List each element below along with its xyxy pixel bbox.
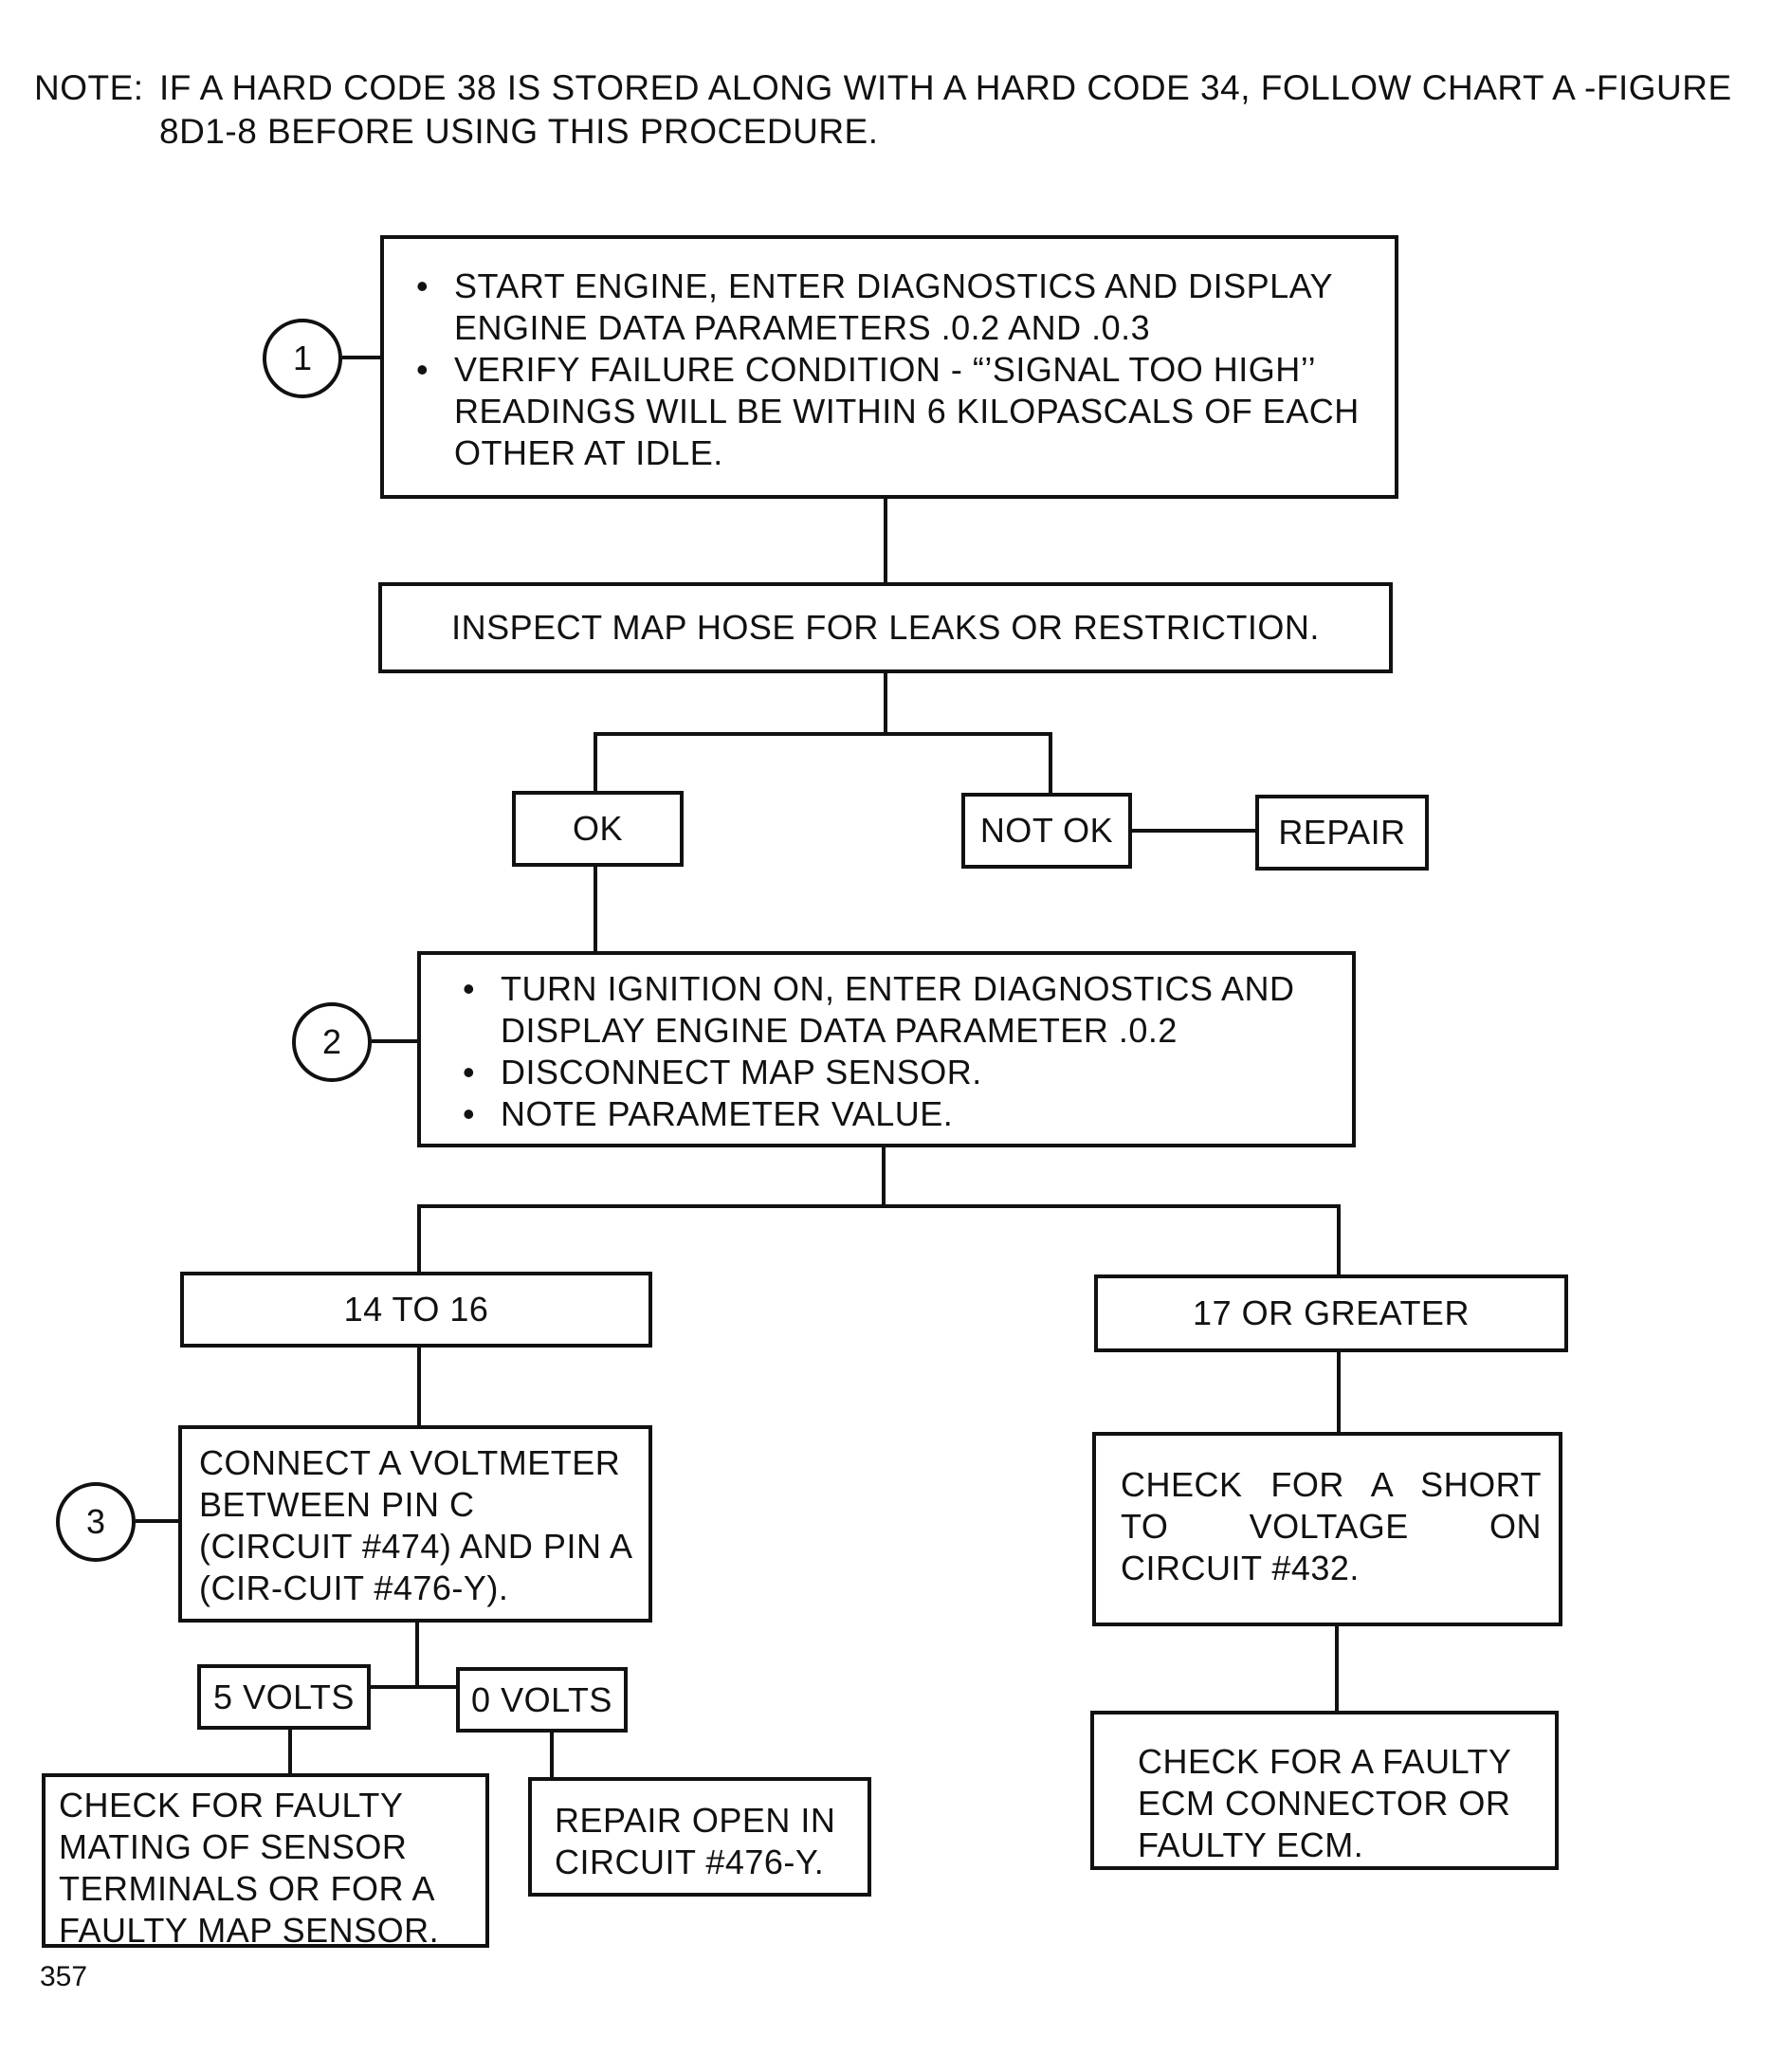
connector-inspect-notok xyxy=(886,732,1052,793)
step-3-box: CONNECT A VOLTMETER BETWEEN PIN C (CIRCU… xyxy=(178,1425,652,1623)
step-1-bullet: START ENGINE, ENTER DIAGNOSTICS AND DISP… xyxy=(405,266,1376,349)
note-text: IF A HARD CODE 38 IS STORED ALONG WITH A… xyxy=(159,68,1732,151)
connector-step2-branch xyxy=(417,1146,886,1274)
short-voltage-box: CHECK FOR A SHORT TO VOLTAGE ON CIRCUIT … xyxy=(1092,1432,1562,1626)
step-1-list: START ENGINE, ENTER DIAGNOSTICS AND DISP… xyxy=(405,266,1376,474)
five-volts-box: 5 VOLTS xyxy=(197,1664,371,1730)
faulty-ecm-box: CHECK FOR A FAULTY ECM CONNECTOR OR FAUL… xyxy=(1090,1711,1559,1870)
step-2-bullet: TURN IGNITION ON, ENTER DIAGNOSTICS AND … xyxy=(451,968,1339,1052)
short-voltage-text: CHECK FOR A SHORT TO VOLTAGE ON CIRCUIT … xyxy=(1121,1465,1542,1587)
step-2-box: TURN IGNITION ON, ENTER DIAGNOSTICS AND … xyxy=(417,951,1356,1147)
step-2-bullet: NOTE PARAMETER VALUE. xyxy=(451,1093,1339,1135)
step-1-box: START ENGINE, ENTER DIAGNOSTICS AND DISP… xyxy=(380,235,1398,499)
ok-box: OK xyxy=(512,791,684,867)
step-2-bullet: DISCONNECT MAP SENSOR. xyxy=(451,1052,1339,1093)
zero-volts-box: 0 VOLTS xyxy=(456,1667,628,1733)
step-3-text: CONNECT A VOLTMETER BETWEEN PIN C (CIRCU… xyxy=(199,1443,631,1607)
step-1-number: 1 xyxy=(263,319,342,398)
not-ok-box: NOT OK xyxy=(961,793,1132,869)
faulty-mating-text: CHECK FOR FAULTY MATING OF SENSOR TERMIN… xyxy=(59,1786,440,1950)
step-2-number: 2 xyxy=(292,1002,372,1082)
range-low-box: 14 TO 16 xyxy=(180,1272,652,1348)
repair-open-box: REPAIR OPEN IN CIRCUIT #476-Y. xyxy=(528,1777,871,1897)
step-2-list: TURN IGNITION ON, ENTER DIAGNOSTICS AND … xyxy=(451,968,1339,1135)
step-1-bullet: VERIFY FAILURE CONDITION - “’SIGNAL TOO … xyxy=(405,349,1376,474)
range-high-box: 17 OR GREATER xyxy=(1094,1274,1568,1352)
connector-step2-high xyxy=(884,1204,1341,1276)
inspect-box: INSPECT MAP HOSE FOR LEAKS OR RESTRICTIO… xyxy=(378,582,1393,673)
faulty-ecm-text: CHECK FOR A FAULTY ECM CONNECTOR OR FAUL… xyxy=(1138,1742,1511,1864)
connector-step3-volts xyxy=(367,1621,419,1689)
faulty-mating-box: CHECK FOR FAULTY MATING OF SENSOR TERMIN… xyxy=(42,1773,489,1950)
repair-open-text: REPAIR OPEN IN CIRCUIT #476-Y. xyxy=(555,1801,836,1881)
note-label: NOTE: xyxy=(34,68,144,107)
page-number: 357 xyxy=(40,1961,88,1992)
step-3-number: 3 xyxy=(56,1482,136,1562)
repair-box: REPAIR xyxy=(1255,795,1429,871)
connector-inspect-branch xyxy=(594,671,887,793)
